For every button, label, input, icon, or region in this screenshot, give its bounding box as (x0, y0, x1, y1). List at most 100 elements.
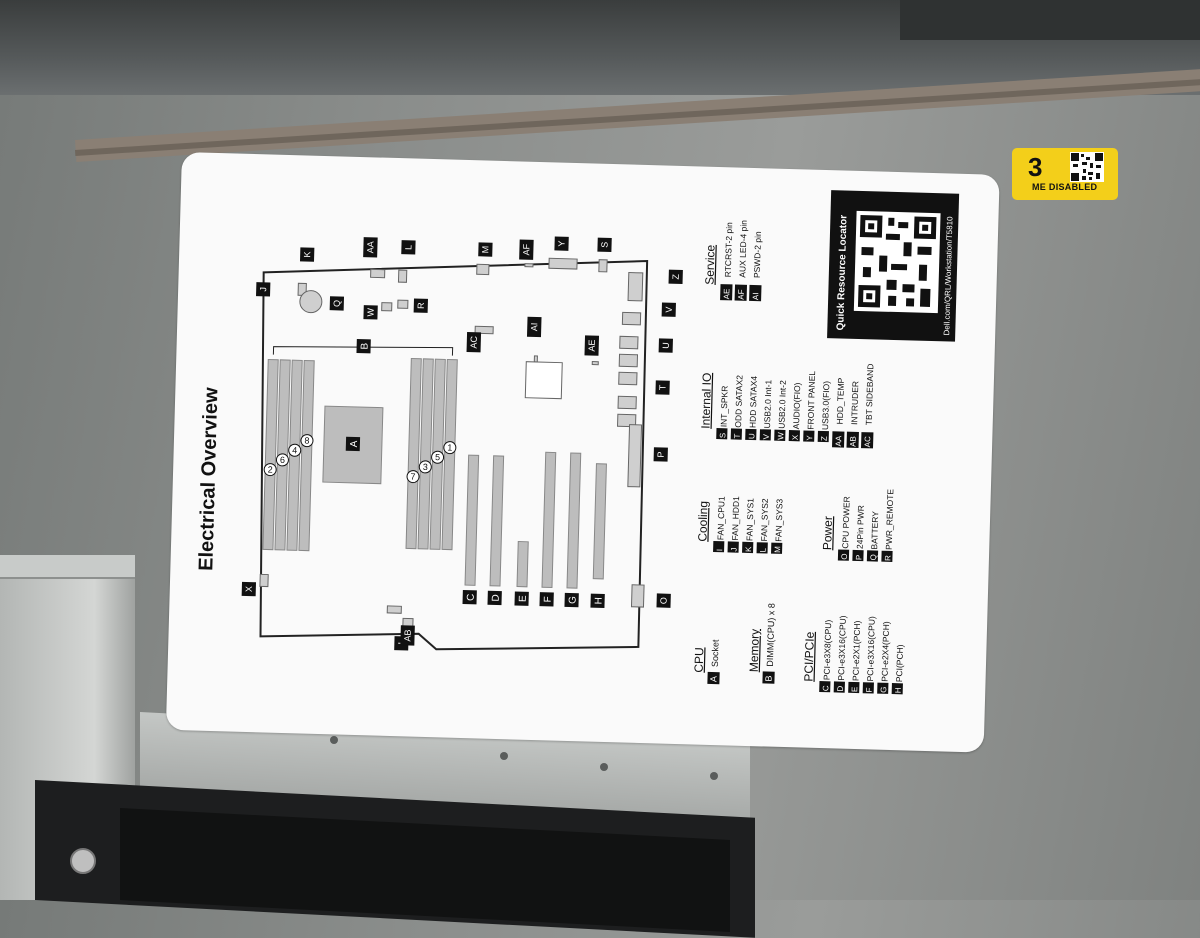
service-tag-number: 3 (1028, 152, 1043, 182)
legend-code-box (866, 550, 879, 562)
board-label-box (345, 436, 361, 452)
legend-code: K (744, 546, 753, 552)
dimm-number: 3 (423, 462, 428, 472)
board-label: M (480, 246, 490, 254)
board-label: AE (587, 339, 597, 351)
board-label: R (416, 302, 426, 309)
screw (70, 848, 96, 874)
legend-code: C (821, 685, 830, 691)
legend-code: Y (805, 435, 814, 441)
legend-text: TBT SIDEBAND (864, 363, 876, 425)
legend-text: INTRUDER (849, 381, 860, 425)
board-label: X (244, 586, 254, 592)
legend-code-box (756, 542, 768, 554)
legend-code: R (883, 555, 892, 561)
legend-code-box (852, 549, 864, 562)
legend-code: W (776, 432, 785, 440)
board-label: B (360, 342, 371, 349)
dimm-number: 5 (435, 452, 440, 462)
legend-code-box (877, 682, 889, 694)
legend-code: G (879, 686, 888, 692)
dimm-number: 6 (280, 455, 285, 465)
legend-code: J (730, 547, 739, 551)
board-label: Y (557, 240, 567, 246)
board-label: H (594, 597, 605, 605)
pcie-slots (464, 451, 607, 589)
legend-text: RTCRST-2 pin (723, 222, 735, 278)
legend-text: PCI-e2X1(PCH) (850, 620, 862, 681)
legend-code-box (734, 284, 748, 301)
dimm-number: 4 (292, 445, 297, 455)
qr-code-pattern (857, 214, 937, 308)
legend-text: FRONT PANEL (805, 371, 817, 430)
board-label: C (466, 593, 477, 601)
legend-text: ODD SATAX2 (733, 375, 744, 428)
dimm-number: 2 (268, 465, 273, 475)
legend-text: BATTERY (869, 511, 880, 550)
legend-code-box (837, 549, 850, 561)
board-label: V (664, 307, 674, 313)
board-label: E (518, 595, 529, 602)
legend-code: D (836, 685, 845, 691)
tray-hole (500, 752, 508, 760)
legend-text: PCI-e2X4(PCH) (879, 621, 891, 682)
legend-code-box (846, 431, 859, 449)
board-label: P (656, 451, 666, 457)
legend-code: AC (863, 436, 872, 448)
legend-code: O (840, 553, 849, 559)
qr-title: Quick Resource Locator (835, 215, 849, 331)
legend-code-box (713, 540, 725, 553)
legend-text: AUX LED-4 pin (737, 220, 749, 278)
legend-code-box (774, 429, 786, 441)
tray-hole (600, 763, 608, 771)
legend-text: FAN_SYS2 (759, 498, 770, 542)
legend-code-box (716, 428, 728, 440)
legend-code: AA (834, 435, 843, 447)
service-tag-text: ME DISABLED (1032, 182, 1098, 192)
board-label: S (599, 242, 609, 248)
legend-code: E (850, 687, 859, 693)
legend-text: FAN_SYS1 (744, 498, 755, 542)
legend-title-cpu: CPU (692, 647, 707, 673)
board-label-box (356, 338, 371, 354)
board-label: D (491, 594, 502, 602)
legend-code-box (862, 682, 874, 694)
legend-text: 24Pin PWR (855, 505, 866, 549)
legend-code-box (817, 430, 829, 443)
legend-code-box (803, 430, 815, 442)
legend-code: I (715, 549, 724, 551)
legend-code: X (791, 434, 800, 440)
board-label: J (258, 287, 268, 292)
legend-code-box (891, 683, 903, 695)
board-label: AA (365, 241, 375, 253)
legend-code: A (708, 676, 718, 682)
board-label: K (302, 251, 312, 257)
legend-code-box (749, 284, 762, 302)
sticker-title: Electrical Overview (195, 387, 222, 571)
legend-code-box (860, 432, 874, 449)
board-label: AI (529, 323, 539, 332)
legend-code-box (759, 429, 771, 441)
legend-code: Z (820, 436, 829, 441)
board-connectors (259, 257, 645, 628)
legend-code-box (788, 430, 800, 442)
legend-code: L (759, 547, 768, 552)
legend-code: U (747, 433, 756, 439)
board-label: L (403, 245, 413, 250)
board-label: Q (332, 300, 342, 307)
board-label: AB (402, 629, 412, 641)
legend-code-box (727, 541, 739, 553)
legend-text: DIMM(CPU) x 8 (765, 603, 777, 667)
board-label: O (659, 597, 669, 604)
board-label: AC (469, 335, 479, 348)
legend-code: AF (737, 289, 746, 300)
legend-text: INT_SPKR (719, 386, 730, 428)
electrical-overview-sticker: Electrical Overview A 2 6 4 8 7 3 5 1 B (165, 152, 1000, 753)
legend-code: AE (722, 288, 731, 299)
cmos-battery (299, 290, 323, 314)
legend-title-service: Service (703, 244, 718, 285)
legend-title-pci: PCI/PCIe (801, 631, 816, 682)
legend-text: FAN_HDD1 (730, 496, 741, 541)
legend-code-box (720, 284, 733, 301)
legend-text: PWR_REMOTE (884, 489, 896, 551)
